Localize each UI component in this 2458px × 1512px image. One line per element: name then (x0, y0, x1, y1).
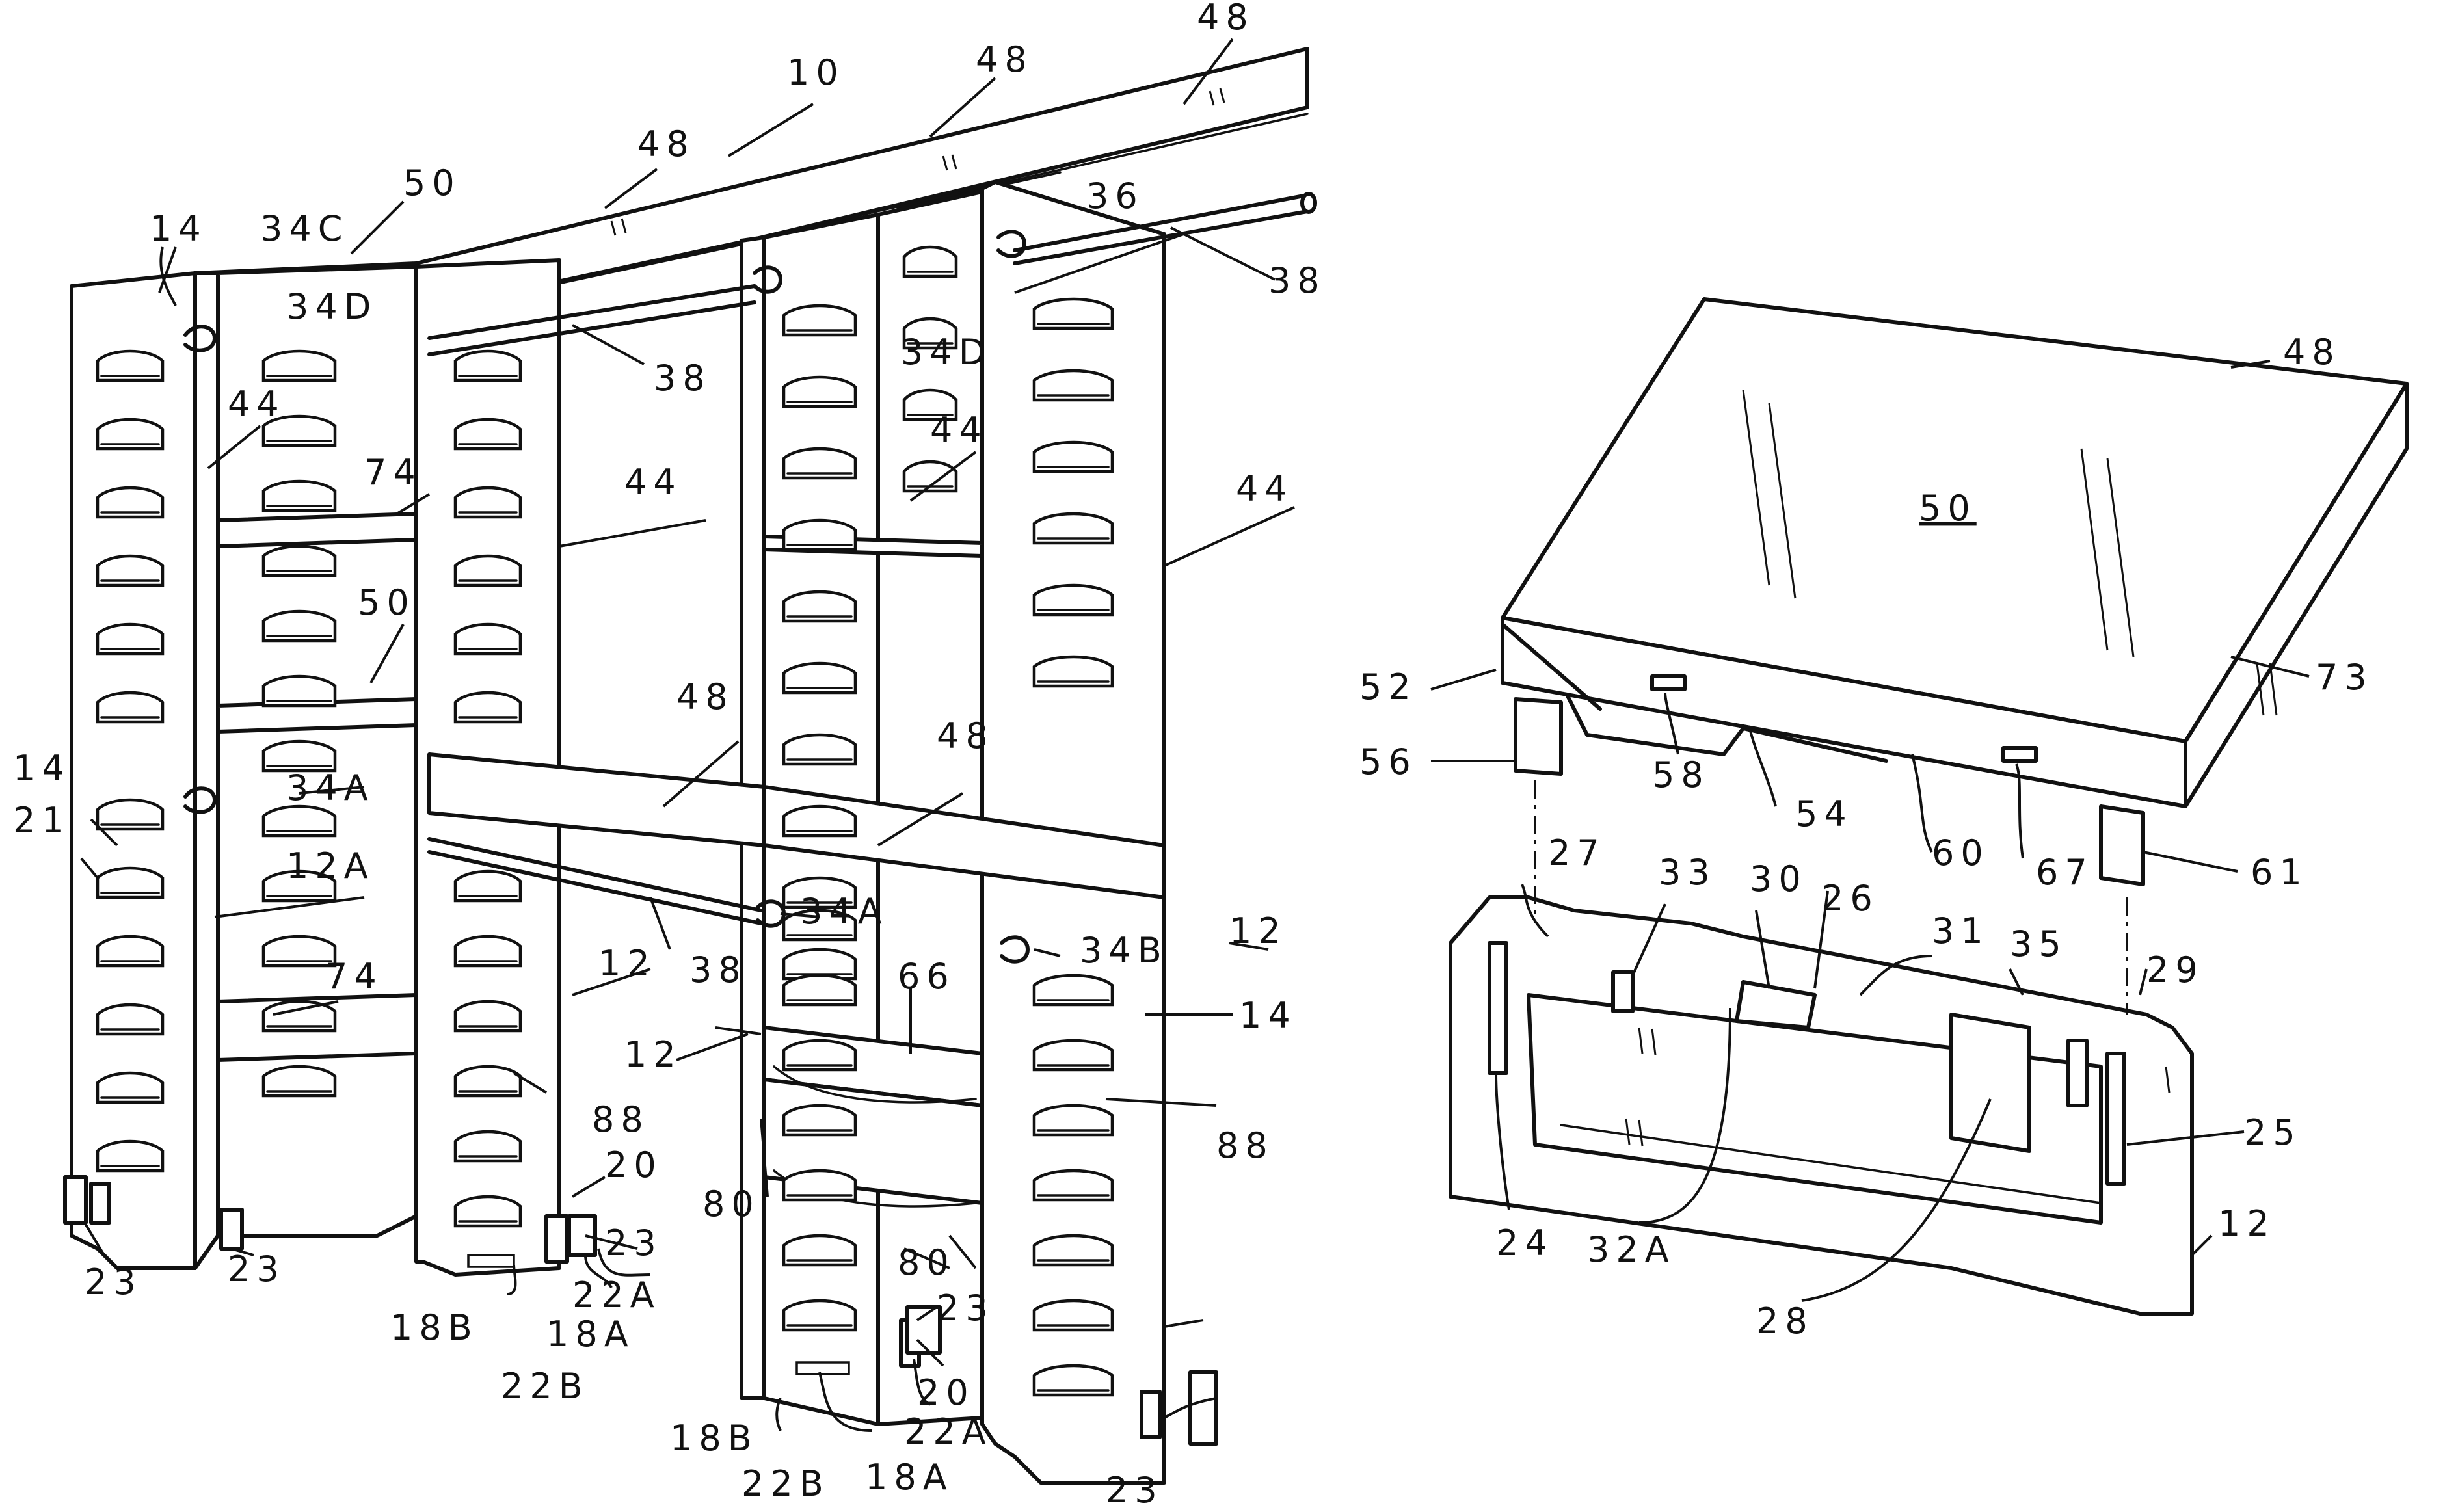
label-44-a: 44 (228, 384, 286, 425)
label-61: 61 (2251, 852, 2308, 893)
label-23-d: 23 (937, 1288, 995, 1329)
label-12-d: 12 (2218, 1203, 2276, 1244)
label-23-e: 23 (1106, 1470, 1164, 1511)
label-23-a: 23 (605, 1223, 663, 1264)
label-10: 10 (787, 52, 845, 93)
label-22A-a: 22A (572, 1275, 661, 1316)
label-50-c: 50 (1919, 488, 1977, 529)
label-33: 33 (1659, 852, 1717, 893)
label-22A-b: 22A (904, 1411, 993, 1452)
label-74-a: 74 (364, 452, 422, 493)
label-56: 56 (1359, 741, 1417, 782)
label-44-c: 44 (624, 462, 682, 503)
label-12-a: 12 (1229, 910, 1287, 951)
label-14-c: 14 (1239, 995, 1297, 1036)
label-35: 35 (2010, 923, 2068, 964)
joint-detail-figure (1450, 299, 2407, 1314)
label-67: 67 (2036, 852, 2094, 893)
label-18A-a: 18A (546, 1314, 635, 1355)
label-80-b: 80 (898, 1242, 955, 1283)
label-34D-b: 34D (901, 332, 992, 373)
label-20-a: 20 (605, 1145, 663, 1186)
label-30: 30 (1750, 858, 1808, 899)
label-60: 60 (1932, 832, 1990, 873)
label-58: 58 (1652, 754, 1710, 795)
label-32A: 32A (1587, 1229, 1676, 1270)
label-52: 52 (1359, 667, 1417, 708)
label-34C: 34C (260, 208, 349, 249)
label-14-a: 14 (150, 208, 207, 249)
label-48-a: 48 (1197, 0, 1255, 38)
label-44-b: 44 (930, 410, 988, 451)
label-12-c: 12 (624, 1034, 682, 1075)
label-88-b: 88 (1216, 1125, 1274, 1166)
label-29: 29 (2146, 949, 2204, 990)
label-80-a: 80 (702, 1184, 760, 1225)
label-14-b: 14 (13, 748, 71, 789)
label-50-b: 50 (358, 582, 416, 623)
label-34A-a: 34A (286, 767, 375, 808)
label-28: 28 (1756, 1301, 1814, 1342)
label-12A: 12A (286, 845, 375, 886)
label-20-b: 20 (917, 1372, 975, 1413)
label-66: 66 (898, 956, 955, 997)
label-48-b: 48 (976, 39, 1034, 80)
label-48-f: 48 (2283, 332, 2341, 373)
label-31: 31 (1932, 910, 1990, 951)
label-22B-a: 22B (501, 1366, 589, 1407)
label-50-a: 50 (403, 163, 461, 204)
label-48-d: 48 (676, 676, 734, 717)
label-34D-a: 34D (286, 286, 377, 327)
label-34B: 34B (1080, 930, 1168, 971)
label-26: 26 (1821, 878, 1879, 919)
label-24: 24 (1496, 1223, 1554, 1264)
label-54: 54 (1795, 793, 1853, 834)
label-18B-b: 18B (670, 1418, 758, 1459)
label-88-a: 88 (592, 1099, 650, 1140)
label-23-c: 23 (228, 1249, 286, 1290)
label-44-d: 44 (1236, 468, 1294, 509)
label-48-c: 48 (637, 124, 695, 165)
label-74-b: 74 (325, 956, 383, 997)
label-18A-b: 18A (865, 1457, 954, 1498)
label-48-e: 48 (937, 715, 995, 756)
label-23-b: 23 (85, 1262, 142, 1303)
label-38-b: 38 (654, 358, 712, 399)
label-18B-a: 18B (390, 1307, 479, 1348)
label-38-c: 38 (689, 949, 747, 990)
label-12-b: 12 (598, 943, 656, 984)
label-21: 21 (13, 800, 71, 841)
label-38-a: 38 (1268, 260, 1326, 301)
label-73: 73 (2316, 657, 2373, 698)
label-34A-b: 34A (800, 891, 888, 932)
label-25: 25 (2244, 1112, 2302, 1153)
label-22B-b: 22B (741, 1463, 830, 1504)
left-inner-panel (195, 273, 218, 1268)
label-27: 27 (1548, 832, 1606, 873)
label-36: 36 (1086, 176, 1144, 217)
